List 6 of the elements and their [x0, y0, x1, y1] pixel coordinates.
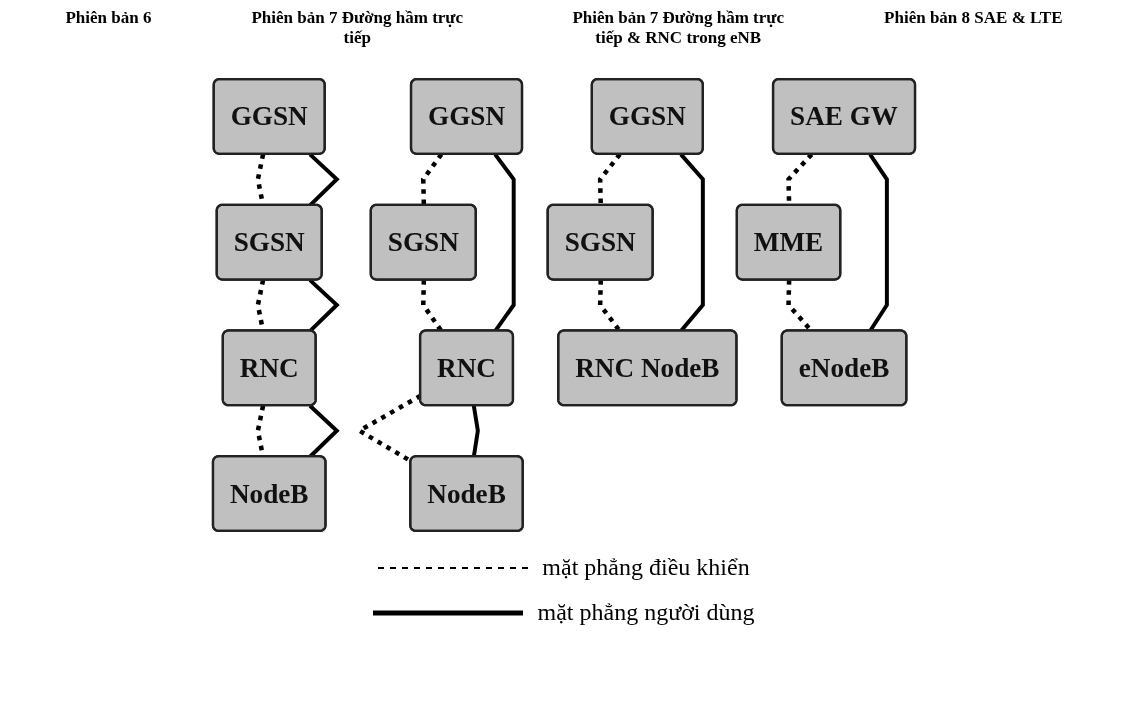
legend-text: mặt phẳng điều khiển — [542, 554, 750, 581]
column-heading: Phiên bản 8 SAE & LTE — [884, 8, 1063, 29]
legend-text: mặt phẳng người dùng — [537, 599, 755, 626]
column-heading: Phiên bản 6 — [65, 8, 152, 29]
column-heading: Phiên bản 7 Đường hầm trực tiếp — [250, 8, 465, 49]
column-heading: Phiên bản 7 Đường hầm trực tiếp & RNC trong eNB — [571, 8, 785, 49]
